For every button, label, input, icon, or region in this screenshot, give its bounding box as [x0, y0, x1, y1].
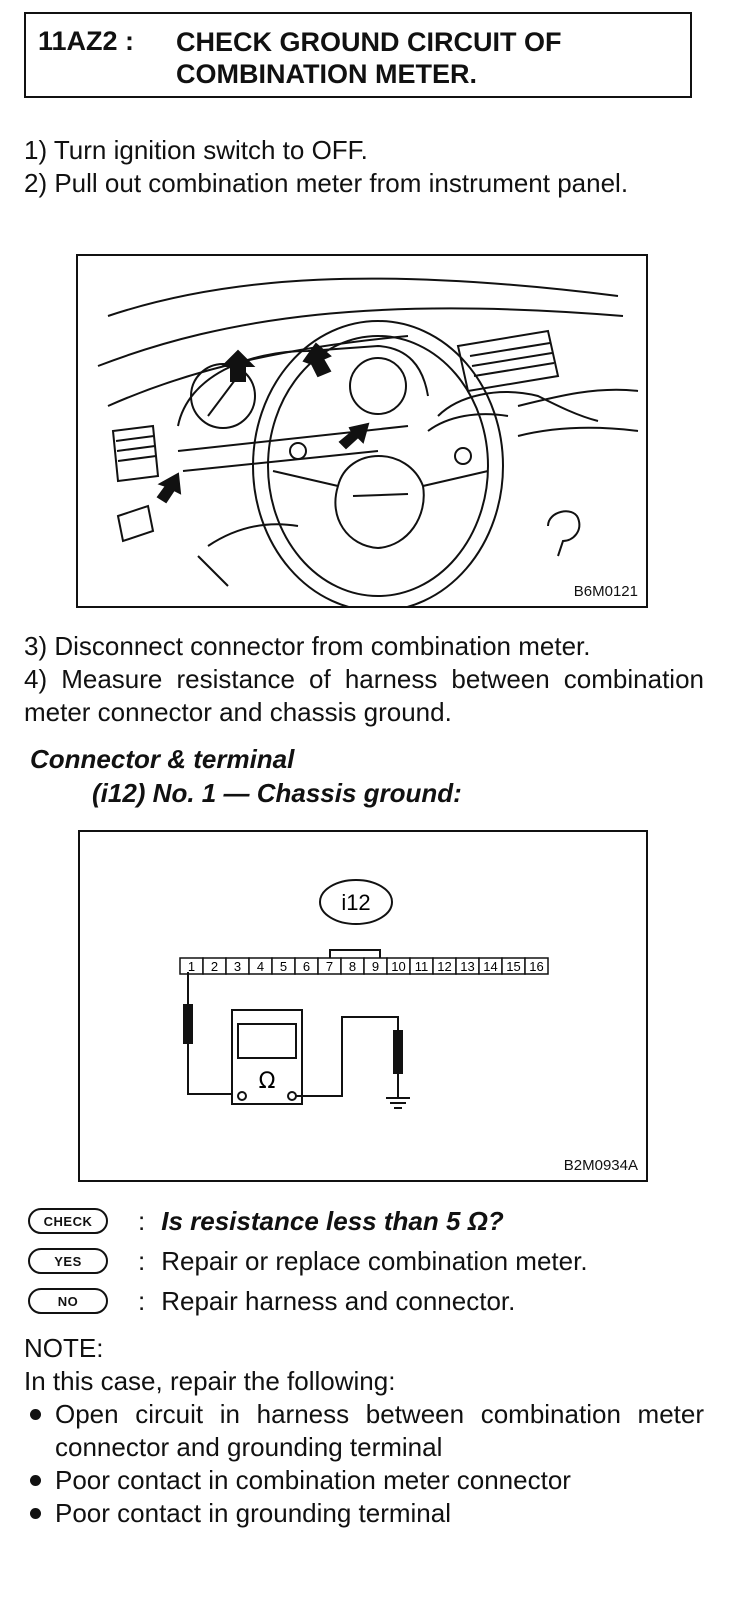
terminal-number: 1 — [188, 959, 195, 974]
terminal-number: 8 — [349, 959, 356, 974]
bullet-dot — [30, 1508, 41, 1519]
spec-line-2: (i12) No. 1 — Chassis ground: — [92, 778, 462, 808]
spec-connector-terminal: Connector & terminal (i12) No. 1 — Chass… — [30, 742, 462, 810]
no-badge: NO — [28, 1288, 108, 1314]
terminal-number: 15 — [506, 959, 520, 974]
spec-line-1: Connector & terminal — [30, 744, 295, 774]
ohmmeter-display — [237, 1023, 297, 1059]
result-no: NO : Repair harness and connector. — [28, 1284, 515, 1318]
yes-badge: YES — [28, 1248, 108, 1274]
terminal-number: 16 — [529, 959, 543, 974]
probe-1 — [183, 1004, 193, 1044]
instrument-panel-illustration — [97, 277, 639, 606]
note-bullet: Open circuit in harness between combinat… — [24, 1398, 704, 1464]
section-title: CHECK GROUND CIRCUIT OF COMBINATION METE… — [176, 26, 562, 90]
step-3: 3) Disconnect connector from combination… — [24, 631, 591, 661]
terminal-number: 5 — [280, 959, 287, 974]
bullet-dot — [30, 1409, 41, 1420]
step-4: 4) Measure resistance of harness between… — [24, 664, 704, 727]
terminal-cell — [524, 957, 549, 975]
section-title-line2: COMBINATION METER. — [176, 59, 477, 89]
terminal-number: 7 — [326, 959, 333, 974]
terminal-number: 4 — [257, 959, 264, 974]
note-heading: NOTE: — [24, 1333, 104, 1363]
section-title-line1: CHECK GROUND CIRCUIT OF — [176, 27, 562, 57]
ohm-symbol: Ω — [259, 1069, 276, 1094]
terminal-number: 12 — [437, 959, 451, 974]
figure-instrument-panel: B6M0121 — [76, 254, 648, 608]
section-header: 11AZ2 : CHECK GROUND CIRCUIT OF COMBINAT… — [24, 12, 692, 98]
terminal-number: 3 — [234, 959, 241, 974]
connector-label: i12 — [341, 890, 370, 915]
note-bullet: Poor contact in combination meter connec… — [24, 1464, 704, 1497]
yes-action: Repair or replace combination meter. — [161, 1245, 588, 1276]
bullet-dot — [30, 1475, 41, 1486]
connector-label-oval — [319, 879, 393, 925]
step-1: 1) Turn ignition switch to OFF. — [24, 135, 368, 165]
figure-code: B2M0934A — [563, 1157, 638, 1174]
terminal-number: 13 — [460, 959, 474, 974]
steps-group-2: 3) Disconnect connector from combination… — [24, 630, 704, 729]
result-yes: YES : Repair or replace combination mete… — [28, 1244, 588, 1278]
steps-group-1: 1) Turn ignition switch to OFF. 2) Pull … — [24, 134, 704, 200]
note-intro: In this case, repair the following: — [24, 1366, 396, 1396]
step-2: 2) Pull out combination meter from instr… — [24, 168, 629, 198]
terminal-number: 11 — [415, 959, 429, 974]
terminal-number: 2 — [211, 959, 218, 974]
terminal-number: 14 — [483, 959, 497, 974]
check-badge: CHECK — [28, 1208, 108, 1234]
probe-2 — [393, 1030, 403, 1074]
note-section: NOTE: In this case, repair the following… — [24, 1332, 704, 1530]
terminal-number: 6 — [303, 959, 310, 974]
terminal-number: 9 — [372, 959, 379, 974]
terminal-number: 10 — [391, 959, 405, 974]
note-bullet: Poor contact in grounding terminal — [24, 1497, 704, 1530]
section-code: 11AZ2 : — [38, 26, 135, 56]
no-action: Repair harness and connector. — [161, 1285, 516, 1316]
ground-symbol — [386, 1097, 410, 1109]
check-question: Is resistance less than 5 Ω? — [161, 1205, 504, 1236]
figure-code: B6M0121 — [573, 583, 638, 600]
result-check: CHECK : Is resistance less than 5 Ω? — [28, 1204, 504, 1238]
